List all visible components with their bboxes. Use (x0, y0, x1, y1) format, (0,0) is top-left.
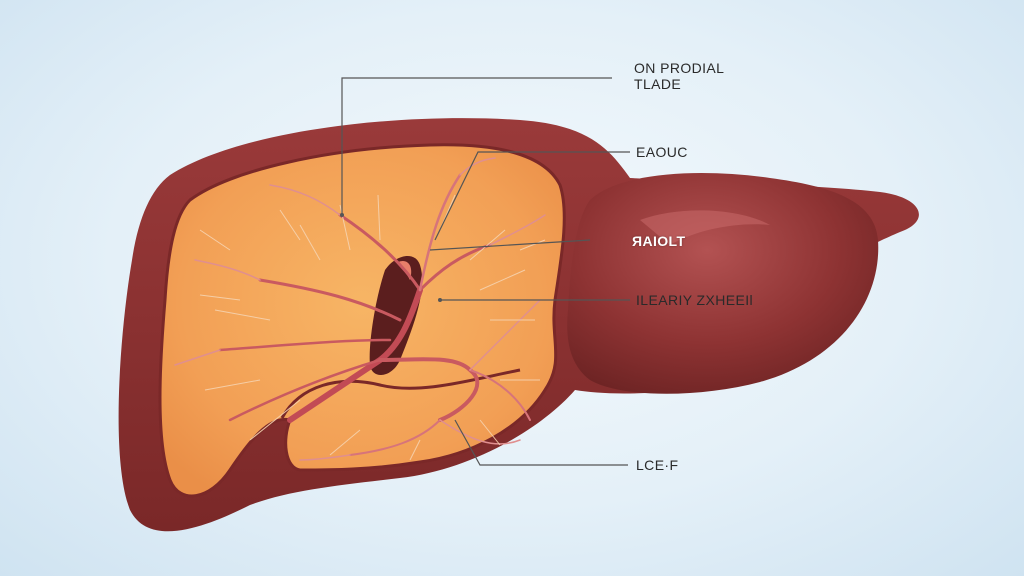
leader-lines (341, 77, 630, 466)
label-on-prodial: ON PRODIAL (634, 60, 725, 76)
label-raiolt: ЯAIOLT (632, 233, 686, 249)
hilum-structure (369, 255, 423, 376)
leader-dot-1 (340, 213, 344, 217)
label-eaouc: EAOUC (636, 144, 688, 160)
leader-line-5 (454, 419, 628, 466)
leader-dot-4 (438, 298, 442, 302)
right-lobe (567, 173, 879, 394)
label-lce-f: LCE·F (636, 457, 679, 473)
leader-line-2 (434, 151, 630, 241)
leader-line-3 (429, 239, 591, 251)
leader-line-1 (341, 77, 612, 215)
fine-branches (199, 194, 546, 461)
right-lobe-highlight (640, 210, 770, 245)
vessel-tree (174, 157, 546, 461)
label-ileariy-zxheeil: ILEARIY ZXHEEIl (636, 292, 754, 308)
label-tlade: TLADE (634, 76, 682, 92)
